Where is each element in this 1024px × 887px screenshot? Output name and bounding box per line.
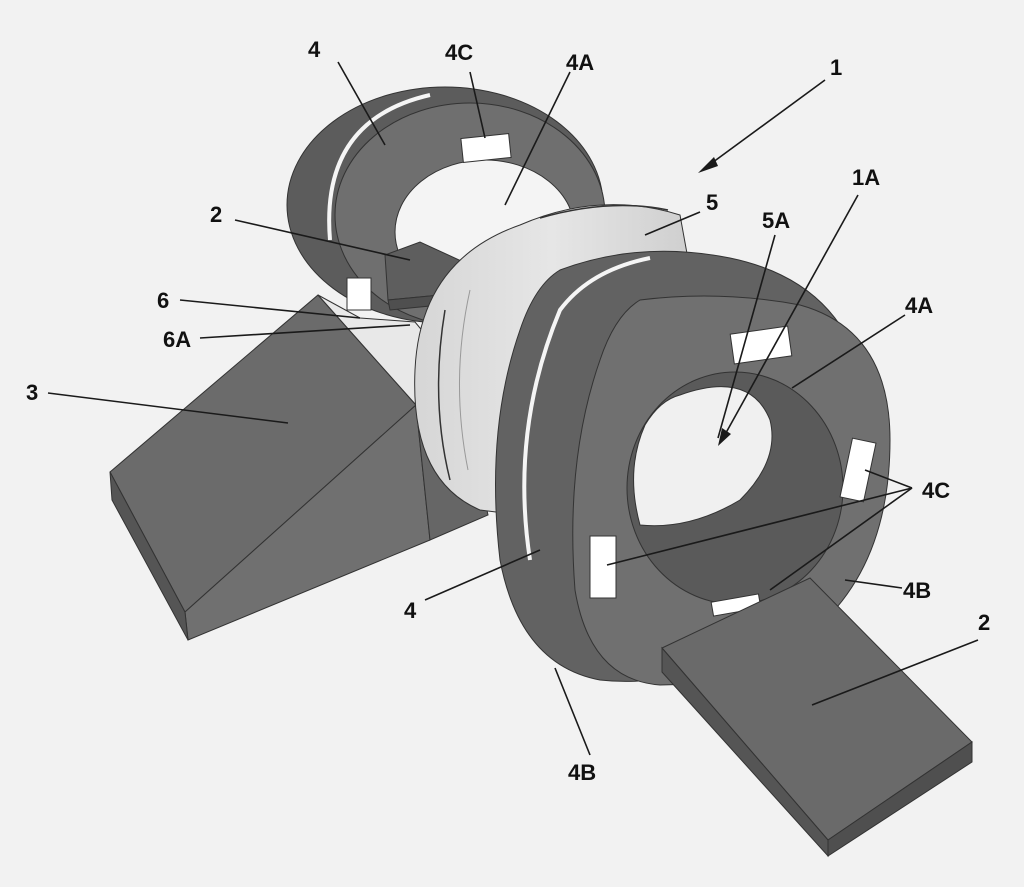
back-window-top xyxy=(460,133,512,163)
label-middle-ring: 5 xyxy=(706,190,718,215)
label-inner-ring-back: 4A xyxy=(566,50,594,75)
label-windows-right: 4C xyxy=(922,478,950,503)
front-gantry-stripe xyxy=(522,256,651,561)
leader-3 xyxy=(47,392,289,424)
leader-5 xyxy=(644,211,701,236)
label-edge-right: 4B xyxy=(903,578,931,603)
label-middle-bore: 5A xyxy=(762,208,790,233)
front-table xyxy=(661,577,973,858)
leader-4-back xyxy=(337,61,386,146)
front-gantry xyxy=(495,250,891,686)
label-slot-edge: 6A xyxy=(163,327,191,352)
leader-4c-right-1 xyxy=(864,469,913,489)
label-table-front: 2 xyxy=(978,610,990,635)
middle-ring-line-1 xyxy=(437,309,451,481)
front-table-end xyxy=(827,741,973,857)
leader-1a-arrowhead xyxy=(718,428,731,446)
base-left-face xyxy=(109,471,189,641)
label-base: 3 xyxy=(26,380,38,405)
leader-2-front xyxy=(811,639,979,706)
leader-lines xyxy=(47,61,979,756)
leader-6 xyxy=(179,299,361,319)
label-table-back: 2 xyxy=(210,202,222,227)
leader-4b-right xyxy=(844,579,903,589)
leader-1 xyxy=(704,79,826,169)
middle-ring-line-2 xyxy=(539,204,669,219)
label-window-top: 4C xyxy=(445,40,473,65)
label-assembly: 1 xyxy=(830,55,842,80)
leader-1-arrowhead xyxy=(698,157,718,173)
front-window-top xyxy=(729,325,793,365)
front-bore-lit xyxy=(633,386,773,527)
leader-1a xyxy=(721,194,859,441)
front-window-left xyxy=(589,535,617,599)
leader-4c-right-2 xyxy=(606,487,913,566)
leader-2-back xyxy=(234,219,411,261)
leader-6a xyxy=(199,324,411,339)
leader-4a-back xyxy=(504,71,571,206)
label-inner-ring-front: 4A xyxy=(905,293,933,318)
middle-ring-line-3 xyxy=(459,289,471,471)
label-gantry-back: 4 xyxy=(308,37,321,62)
back-window-left xyxy=(346,277,372,311)
leader-5a xyxy=(717,234,776,439)
leader-4c-top xyxy=(469,71,486,139)
labels: 1 4 4C 4A 1A 5 5A 2 6 6A 3 4A 4C 4B 2 4 … xyxy=(26,37,990,785)
leader-4b-bottom xyxy=(554,667,591,756)
label-edge-bottom: 4B xyxy=(568,760,596,785)
label-gantry-front: 4 xyxy=(404,598,417,623)
leader-4c-right-3 xyxy=(769,487,913,591)
label-slot: 6 xyxy=(157,288,169,313)
leader-4a-front xyxy=(791,314,906,389)
leader-4-front xyxy=(424,549,541,601)
label-bore: 1A xyxy=(852,165,880,190)
back-gantry-stripe xyxy=(327,93,431,241)
